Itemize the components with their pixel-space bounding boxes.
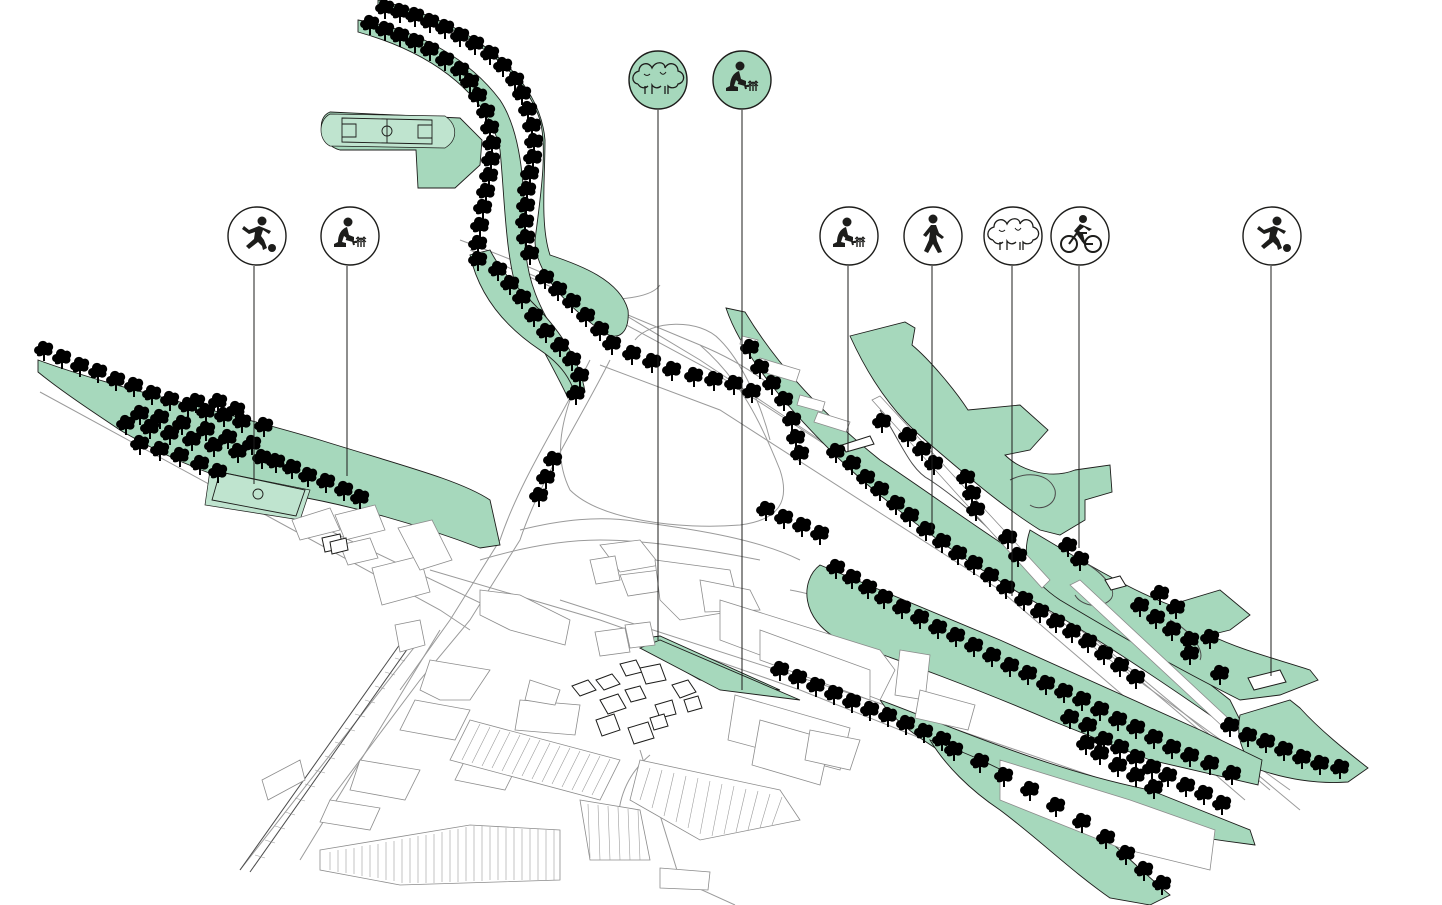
football-pitch-top xyxy=(341,117,433,145)
cycling-badge xyxy=(1050,206,1110,266)
leader-lines xyxy=(253,110,1272,690)
gardening-badge-left xyxy=(320,206,380,266)
sport-badge-far-right xyxy=(1242,206,1302,266)
gardening-badge-right xyxy=(819,206,879,266)
walking-badge xyxy=(903,206,963,266)
forest-badge-top xyxy=(628,50,688,110)
sport-badge-left xyxy=(227,206,287,266)
gardening-badge-top xyxy=(712,50,772,110)
railway xyxy=(239,619,426,873)
terraced-housing xyxy=(319,719,801,891)
proposed-buildings xyxy=(571,659,703,745)
football-pitch-west xyxy=(211,471,306,517)
forest-badge-right xyxy=(983,206,1043,266)
